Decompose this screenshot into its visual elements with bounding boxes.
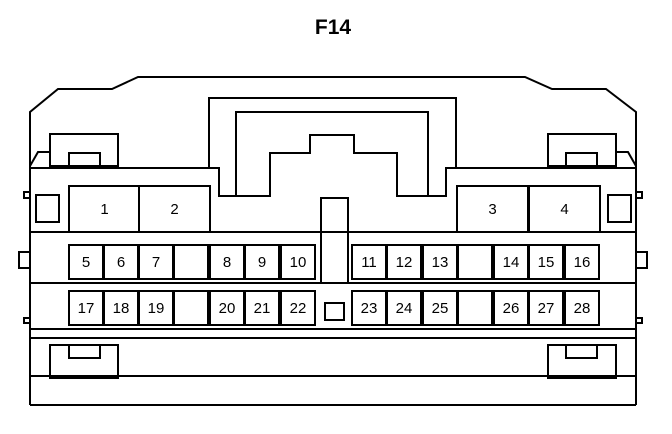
pin-16-cell xyxy=(564,244,600,280)
pin-3-label: 3 xyxy=(488,201,496,218)
pin-row-1: 5 6 7 8 9 10 11 12 13 14 15 16 xyxy=(68,244,600,280)
guide-square-right xyxy=(607,194,632,223)
blank-pin-r2-10-cell xyxy=(457,290,493,326)
pin-28-label: 28 xyxy=(574,300,591,317)
pin-10-label: 10 xyxy=(290,254,307,271)
pin-11-label: 11 xyxy=(361,254,377,271)
pin-10-cell xyxy=(280,244,316,280)
pin-20-cell xyxy=(209,290,245,326)
pin-22-cell xyxy=(280,290,316,326)
pin-20-label: 20 xyxy=(219,300,236,317)
pin-4-cell xyxy=(528,185,601,233)
center-key-square xyxy=(324,302,345,321)
pin-1-label: 1 xyxy=(100,201,108,218)
pin-21-cell xyxy=(244,290,280,326)
pin-19-label: 19 xyxy=(148,300,165,317)
pin-15-label: 15 xyxy=(538,254,555,271)
pin-4-label: 4 xyxy=(560,201,568,218)
large-pin-row: 1 2 3 4 xyxy=(68,185,601,233)
connector-title: F14 xyxy=(315,16,352,39)
pin-27-cell xyxy=(528,290,564,326)
lock-top-right xyxy=(547,133,637,167)
pin-12-cell xyxy=(386,244,422,280)
pin-27-label: 27 xyxy=(538,300,555,317)
guide-square-left xyxy=(35,194,60,223)
pin-14-cell xyxy=(493,244,529,280)
pin-22-label: 22 xyxy=(290,300,307,317)
pin-3-cell xyxy=(456,185,529,233)
pin-21-label: 21 xyxy=(254,300,271,317)
pin-8-label: 8 xyxy=(223,254,231,271)
pin-2-cell xyxy=(138,185,211,233)
center-notch xyxy=(320,197,349,283)
pin-6-label: 6 xyxy=(117,254,125,271)
pin-12-label: 12 xyxy=(396,254,413,271)
pin-9-label: 9 xyxy=(258,254,266,271)
pin-11-cell xyxy=(351,244,387,280)
pin-7-cell xyxy=(138,244,174,280)
blank-pin-r1-10-cell xyxy=(457,244,493,280)
pin-25-label: 25 xyxy=(432,300,449,317)
pin-8-cell xyxy=(209,244,245,280)
blank-pin-r1-3-cell xyxy=(173,244,209,280)
pin-7-label: 7 xyxy=(152,254,160,271)
pin-15-cell xyxy=(528,244,564,280)
pin-5-label: 5 xyxy=(82,254,90,271)
pin-26-cell xyxy=(493,290,529,326)
pin-24-label: 24 xyxy=(396,300,413,317)
pin-17-label: 17 xyxy=(78,300,95,317)
pin-2-label: 2 xyxy=(170,201,178,218)
connector-housing xyxy=(18,76,648,406)
pin-25-cell xyxy=(422,290,458,326)
lock-bottom-right xyxy=(547,344,617,379)
pin-row-2: 17 18 19 20 21 22 23 24 25 26 27 28 xyxy=(68,290,600,326)
pin-13-label: 13 xyxy=(432,254,449,271)
pin-28-cell xyxy=(564,290,600,326)
pin-5-cell xyxy=(68,244,104,280)
pin-26-label: 26 xyxy=(503,300,520,317)
pin-16-label: 16 xyxy=(574,254,591,271)
pin-14-label: 14 xyxy=(503,254,520,271)
blank-pin-r2-3-cell xyxy=(173,290,209,326)
pin-18-label: 18 xyxy=(113,300,130,317)
pin-9-cell xyxy=(244,244,280,280)
pin-24-cell xyxy=(386,290,422,326)
lock-bottom-left xyxy=(49,344,119,379)
lock-top-left xyxy=(29,133,119,167)
top-latch xyxy=(208,97,457,197)
pin-6-cell xyxy=(103,244,139,280)
pin-23-label: 23 xyxy=(361,300,378,317)
